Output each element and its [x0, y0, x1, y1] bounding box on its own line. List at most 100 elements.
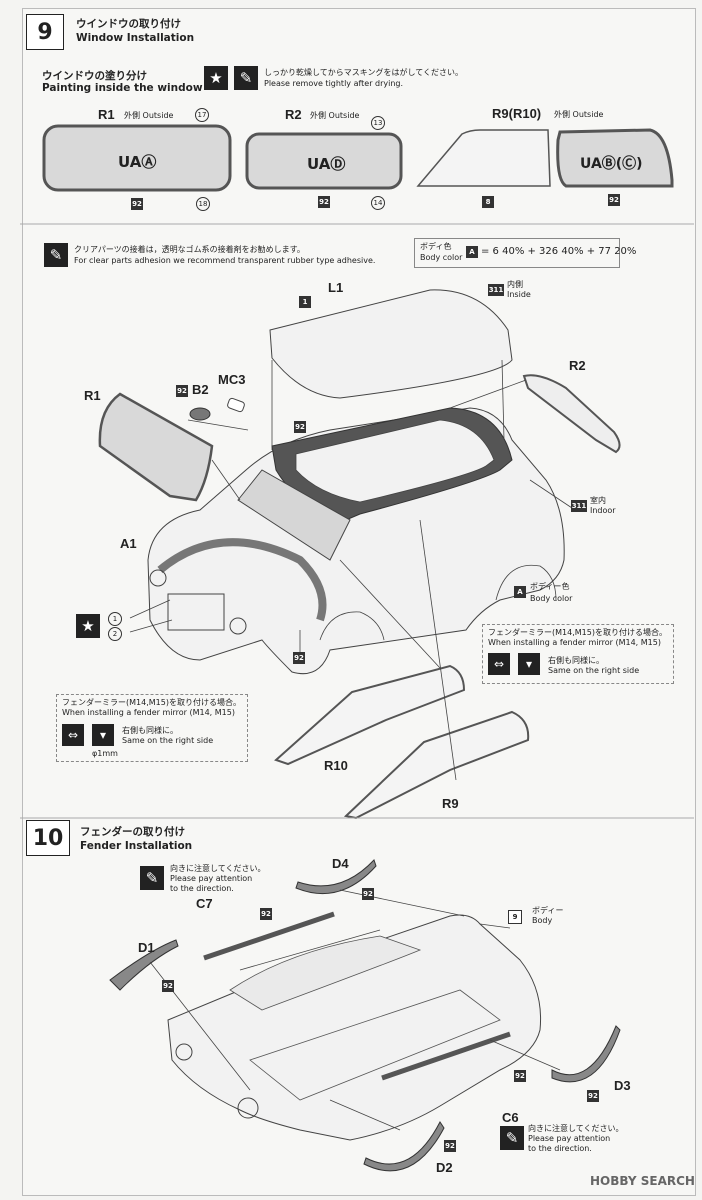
indoor-en: Indoor [590, 506, 616, 515]
label-d1: D1 [138, 940, 155, 955]
label-r1: R1 [84, 388, 101, 403]
step10-number: 10 [26, 820, 70, 856]
brush-icon: ✎ [234, 66, 258, 90]
ref-18: 18 [196, 197, 210, 211]
mirror-left-box [56, 694, 248, 762]
star-icon-2: ★ [76, 614, 100, 638]
mirror-right-en: When installing a fender mirror (M14, M1… [488, 638, 661, 647]
r9-front-window [556, 128, 674, 188]
roof-l1 [269, 289, 513, 399]
mirror-icon: ▾ [518, 653, 540, 675]
fender-d4 [295, 859, 377, 895]
ref-92-front: 92 [293, 652, 305, 664]
r9-part [343, 710, 530, 820]
label-d4: D4 [332, 856, 349, 871]
label-r9: R9 [442, 796, 459, 811]
r2-label: R2 [285, 107, 302, 122]
label-r10: R10 [324, 758, 348, 773]
star-icon: ★ [204, 66, 228, 90]
r10-part [274, 664, 466, 766]
body-color-box [414, 238, 620, 268]
direction-icon: ✎ [140, 866, 164, 890]
fender-d2 [363, 1121, 445, 1172]
r1-label: R1 [98, 107, 115, 122]
ref-92-d2: 92 [444, 1140, 456, 1152]
ref-92-d1: 92 [162, 980, 174, 992]
body-en: Body [532, 916, 553, 925]
r9-label: R9(R10) [492, 106, 542, 121]
arrows-icon: ⇔ [488, 653, 510, 675]
note-en: Please remove tightly after drying. [264, 79, 404, 88]
drill-size: φ1mm [92, 749, 118, 758]
label-l1: L1 [328, 280, 344, 295]
note-jp: しっかり乾燥してからマスキングをはがしてください。 [264, 68, 464, 77]
r1-part [98, 392, 214, 502]
same-left-jp: 右側も同様に。 [122, 726, 178, 735]
mirror-left-jp: フェンダーミラー(M14,M15)を取り付ける場合。 [62, 698, 241, 707]
step10-title-jp: フェンダーの取り付け [80, 826, 185, 838]
r2-part [522, 374, 621, 454]
step10-title-en: Fender Installation [80, 840, 193, 852]
same-right-jp: 右側も同様に。 [548, 656, 604, 665]
inside-ref: 311 [488, 284, 504, 296]
direction-en2: to the direction. [170, 884, 234, 893]
r1-window [42, 124, 232, 192]
label-d3: D3 [614, 1078, 631, 1093]
direction-en1: Please pay attention [170, 874, 253, 883]
label-b2: B2 [192, 382, 209, 397]
adhesive-jp: クリアパーツの接着は，透明なゴム系の接着剤をお勧めします。 [74, 245, 305, 254]
mirror-right-box [482, 624, 674, 684]
body-color-a: A [466, 246, 478, 258]
ref-92-r1: 92 [131, 198, 143, 210]
r9-paint: UAⒷ(Ⓒ) [580, 156, 643, 172]
ref-14: 14 [371, 196, 385, 210]
adhesive-icon: ✎ [44, 243, 68, 267]
direction2-en1: Please pay attention [528, 1134, 611, 1143]
body-color-en: Body color [420, 253, 463, 262]
ref-92-c6: 92 [514, 1070, 526, 1082]
fender-d3 [551, 1025, 621, 1083]
label-d2: D2 [436, 1160, 453, 1175]
label-c6: C6 [502, 1110, 519, 1125]
direction-icon-2: ✎ [500, 1126, 524, 1150]
drill-icon: ▾ [92, 724, 114, 746]
painting-title-jp: ウインドウの塗り分け [42, 70, 147, 82]
r2-paint: UAⒹ [307, 155, 346, 173]
step9-number: 9 [26, 14, 64, 50]
ref-92-r9: 92 [608, 194, 620, 206]
r2-side: 外側 Outside [310, 111, 360, 120]
strip-c6 [381, 1031, 511, 1081]
watermark: HOBBY SEARCH [590, 1174, 695, 1188]
body-ref: 9 [508, 910, 522, 924]
direction2-jp: 向きに注意してください。 [528, 1124, 624, 1133]
ref-2: 2 [108, 627, 122, 641]
strip-c7 [203, 911, 335, 961]
fender-d1 [109, 939, 179, 991]
bodycolor-ref: A [514, 586, 526, 598]
painting-title-en: Painting inside the window [42, 82, 203, 94]
arrows-icon-2: ⇔ [62, 724, 84, 746]
ref-8: 8 [482, 196, 494, 208]
label-a1: A1 [120, 536, 137, 551]
ref-92-roof: 92 [294, 421, 306, 433]
r1-paint: UAⒶ [118, 153, 157, 171]
r1-side: 外側 Outside [124, 111, 174, 120]
direction2-en2: to the direction. [528, 1144, 592, 1153]
bodycolor-jp: ボディー色 [530, 582, 570, 591]
ref-92-c7: 92 [260, 908, 272, 920]
adhesive-en: For clear parts adhesion we recommend tr… [74, 256, 376, 265]
ref-92-r2: 92 [318, 196, 330, 208]
r9-rear-window [416, 129, 551, 187]
mirror-left-en: When installing a fender mirror (M14, M1… [62, 708, 235, 717]
r2-window [245, 132, 403, 190]
step9-title-jp: ウインドウの取り付け [76, 18, 181, 30]
direction-jp: 向きに注意してください。 [170, 864, 266, 873]
label-c7: C7 [196, 896, 213, 911]
ref-17: 17 [195, 108, 209, 122]
indoor-ref: 311 [571, 500, 587, 512]
inside-en: Inside [507, 290, 531, 299]
inside-jp: 内側 [507, 280, 523, 289]
label-part1: 1 [299, 296, 311, 308]
ref-13: 13 [371, 116, 385, 130]
